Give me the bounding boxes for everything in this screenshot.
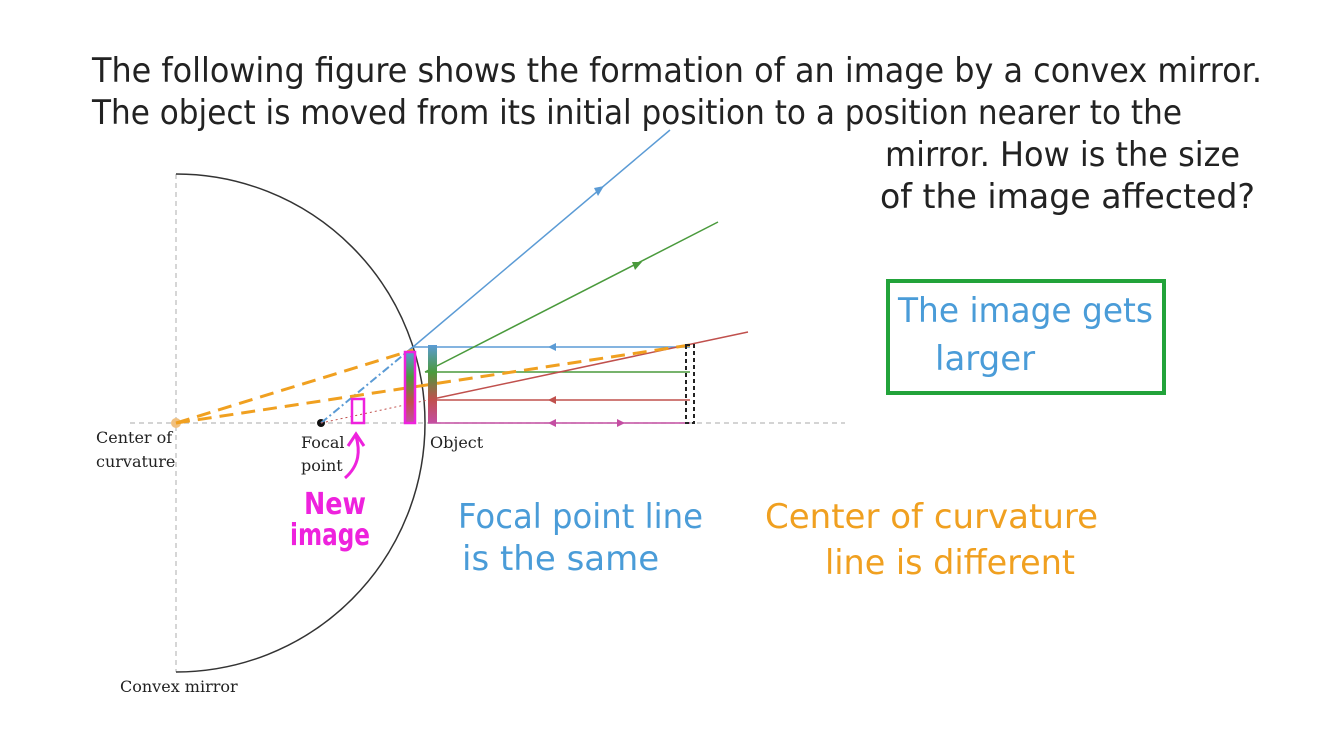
ray-green-reflected (424, 221, 719, 373)
ray-blue-reflected (412, 129, 671, 348)
question-line-2: The object is moved from its initial pos… (91, 93, 1182, 133)
arrow-green-reflected (632, 262, 642, 270)
focal-point-label-1: Focal (301, 433, 344, 452)
center-curvature-note-1: Center of curvature (765, 497, 1098, 537)
new-image-pointer-arrow (343, 435, 360, 480)
original-image (403, 350, 417, 425)
new-image-note-1: New (304, 487, 366, 522)
question-line-3: mirror. How is the size (885, 135, 1240, 175)
convex-mirror-label: Convex mirror (120, 677, 238, 696)
new-object (428, 345, 437, 423)
question-line-4: of the image affected? (880, 177, 1255, 217)
question-line-1: The following figure shows the formation… (91, 51, 1262, 91)
ray-red-reflected (427, 331, 749, 401)
focal-point-note-2: is the same (462, 539, 659, 579)
virtual-ray-blue (320, 346, 414, 424)
focal-point-label-2: point (301, 456, 343, 475)
center-line-new (175, 348, 414, 425)
center-curvature-note-2: line is different (825, 543, 1075, 583)
arrow-red-horizontal (548, 396, 556, 404)
answer-line-2: larger (935, 339, 1035, 379)
focal-point-note-1: Focal point line (458, 497, 703, 537)
answer-line-1: The image gets (897, 291, 1153, 331)
arrow-magenta-horizontal-2 (617, 419, 625, 427)
original-object (685, 344, 695, 424)
arrow-blue-reflected (594, 186, 604, 196)
convex-mirror-arc (175, 173, 426, 673)
new-image-pointer-arrowhead (346, 431, 366, 447)
arrow-magenta-horizontal-1 (548, 419, 556, 427)
new-image-note-2: image (290, 518, 370, 553)
arrow-blue-horizontal (548, 343, 556, 351)
new-image-box (350, 397, 366, 425)
object-label: Object (430, 433, 484, 452)
center-of-curvature-label-2: curvature (96, 452, 175, 471)
answer-box (886, 279, 1166, 395)
center-of-curvature-label-1: Center of (96, 428, 173, 447)
